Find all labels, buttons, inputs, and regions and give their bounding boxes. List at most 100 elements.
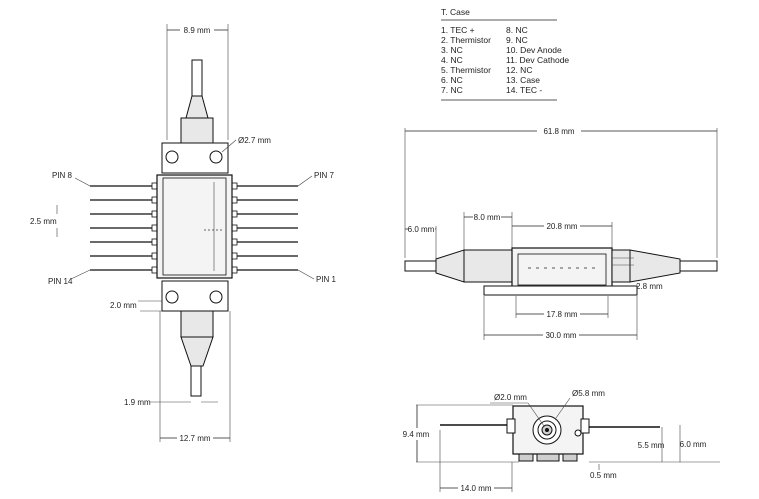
mount-hole-icon: [209, 150, 223, 164]
dim-width: 14.0 mm: [460, 484, 491, 493]
screw-icon: [574, 429, 582, 437]
pin-standoff: [231, 238, 238, 246]
legend-item: 6. NC: [441, 75, 463, 85]
label-bg: [180, 24, 214, 36]
pin-standoff: [231, 182, 238, 190]
side-body-inner: [517, 253, 607, 286]
legend-item: 7. NC: [441, 85, 463, 95]
dim-body: 20.8 mm: [546, 222, 577, 231]
pin1-label: PIN 1: [316, 275, 337, 284]
end-foot: [536, 453, 560, 462]
pin-standoff: [151, 196, 158, 204]
pin14-label: PIN 14: [48, 277, 73, 286]
top-view: 8.9 mm Ø2.7 mm PIN 8 PIN 7 PIN 14 PIN 1 …: [30, 24, 337, 444]
pin-standoff: [151, 210, 158, 218]
bottom-boot: [180, 310, 214, 338]
right-boot: [629, 249, 681, 283]
pin-standoff: [231, 224, 238, 232]
legend-item: 14. TEC -: [506, 85, 542, 95]
legend-item: 9. NC: [506, 35, 528, 45]
bottom-boot-taper: [180, 336, 214, 367]
leader-line: [297, 175, 313, 187]
dim-hole: Ø2.7 mm: [238, 136, 271, 145]
dim-pin-offset: 2.8 mm: [636, 282, 663, 291]
pin-standoff: [151, 182, 158, 190]
label-bg: [408, 223, 435, 235]
dim-bottom-width: 12.7 mm: [179, 434, 210, 443]
legend-item: 12. NC: [506, 65, 532, 75]
top-fiber: [191, 59, 203, 97]
fiber-core-icon: [545, 428, 549, 432]
label-bg: [543, 329, 579, 341]
end-foot: [562, 453, 578, 462]
mount-hole-icon: [165, 150, 179, 164]
legend-item: 3. NC: [441, 45, 463, 55]
pin-standoff: [231, 210, 238, 218]
bottom-fiber: [190, 365, 202, 397]
dim-taper: 8.0 mm: [474, 213, 501, 222]
legend-item: 13. Case: [506, 75, 540, 85]
legend-item: 1. TEC +: [441, 25, 475, 35]
right-taper: [611, 249, 631, 283]
legend-item: 2. Thermistor: [441, 35, 491, 45]
legend-item: 4. NC: [441, 55, 463, 65]
dim-base: 30.0 mm: [545, 331, 576, 340]
side-view: 61.8 mm 6.0 mm 8.0 mm 20.8 mm 2.8 mm: [404, 125, 718, 341]
end-body-side: [506, 418, 516, 434]
legend-title: T. Case: [441, 7, 470, 17]
left-taper: [463, 249, 513, 283]
pin-standoff: [151, 238, 158, 246]
label-bg: [473, 211, 501, 223]
leader-line: [70, 269, 91, 280]
dim-height: 9.4 mm: [403, 430, 430, 439]
label-bg: [177, 432, 213, 444]
pin7-label: PIN 7: [314, 171, 335, 180]
legend-item: 11. Dev Cathode: [506, 55, 569, 65]
label-bg: [544, 220, 580, 232]
leader-line: [555, 397, 571, 419]
pin-standoff: [151, 224, 158, 232]
package-body-inner: [162, 177, 227, 276]
left-fiber: [404, 260, 437, 272]
leader-line: [297, 269, 315, 280]
pin-standoff: [151, 266, 158, 274]
dim-fiber-diameter: Ø2.0 mm: [494, 393, 527, 402]
legend-item: 8. NC: [506, 25, 528, 35]
dim-top-width: 8.9 mm: [184, 26, 211, 35]
dim-fiber: 1.9 mm: [124, 398, 151, 407]
end-view: Ø2.0 mm Ø5.8 mm 9.4 mm 5.5 mm 6.0 mm 0.5…: [400, 389, 720, 494]
dim-inner: 17.8 mm: [546, 310, 577, 319]
end-foot: [518, 453, 534, 462]
side-base: [483, 285, 638, 296]
legend-item: 5. Thermistor: [441, 65, 491, 75]
dim-total-length: 61.8 mm: [543, 127, 574, 136]
leader-line: [74, 177, 91, 187]
legend-item: 10. Dev Anode: [506, 45, 562, 55]
pin-standoff: [151, 252, 158, 260]
right-fiber: [679, 260, 718, 272]
dim-lead: 0.5 mm: [590, 471, 617, 480]
mount-hole-icon: [165, 290, 179, 304]
leader-line: [221, 139, 237, 153]
label-bg: [544, 308, 580, 320]
dim-boot: 6.0 mm: [408, 225, 435, 234]
label-bg: [400, 428, 432, 440]
dim-total-height: 6.0 mm: [680, 440, 707, 449]
leader-line: [527, 402, 545, 427]
pin-standoff: [231, 196, 238, 204]
label-bg: [537, 125, 581, 137]
pin-leads: [90, 182, 298, 274]
pin-standoff: [231, 252, 238, 260]
dim-boot-diameter: Ø5.8 mm: [572, 389, 605, 398]
label-bg: [458, 482, 494, 494]
pin8-label: PIN 8: [52, 171, 73, 180]
dim-flange: 2.0 mm: [110, 301, 137, 310]
mount-hole-icon: [209, 290, 223, 304]
package-body: [156, 174, 233, 279]
pin-standoff: [231, 266, 238, 274]
top-boot-taper: [185, 95, 209, 119]
